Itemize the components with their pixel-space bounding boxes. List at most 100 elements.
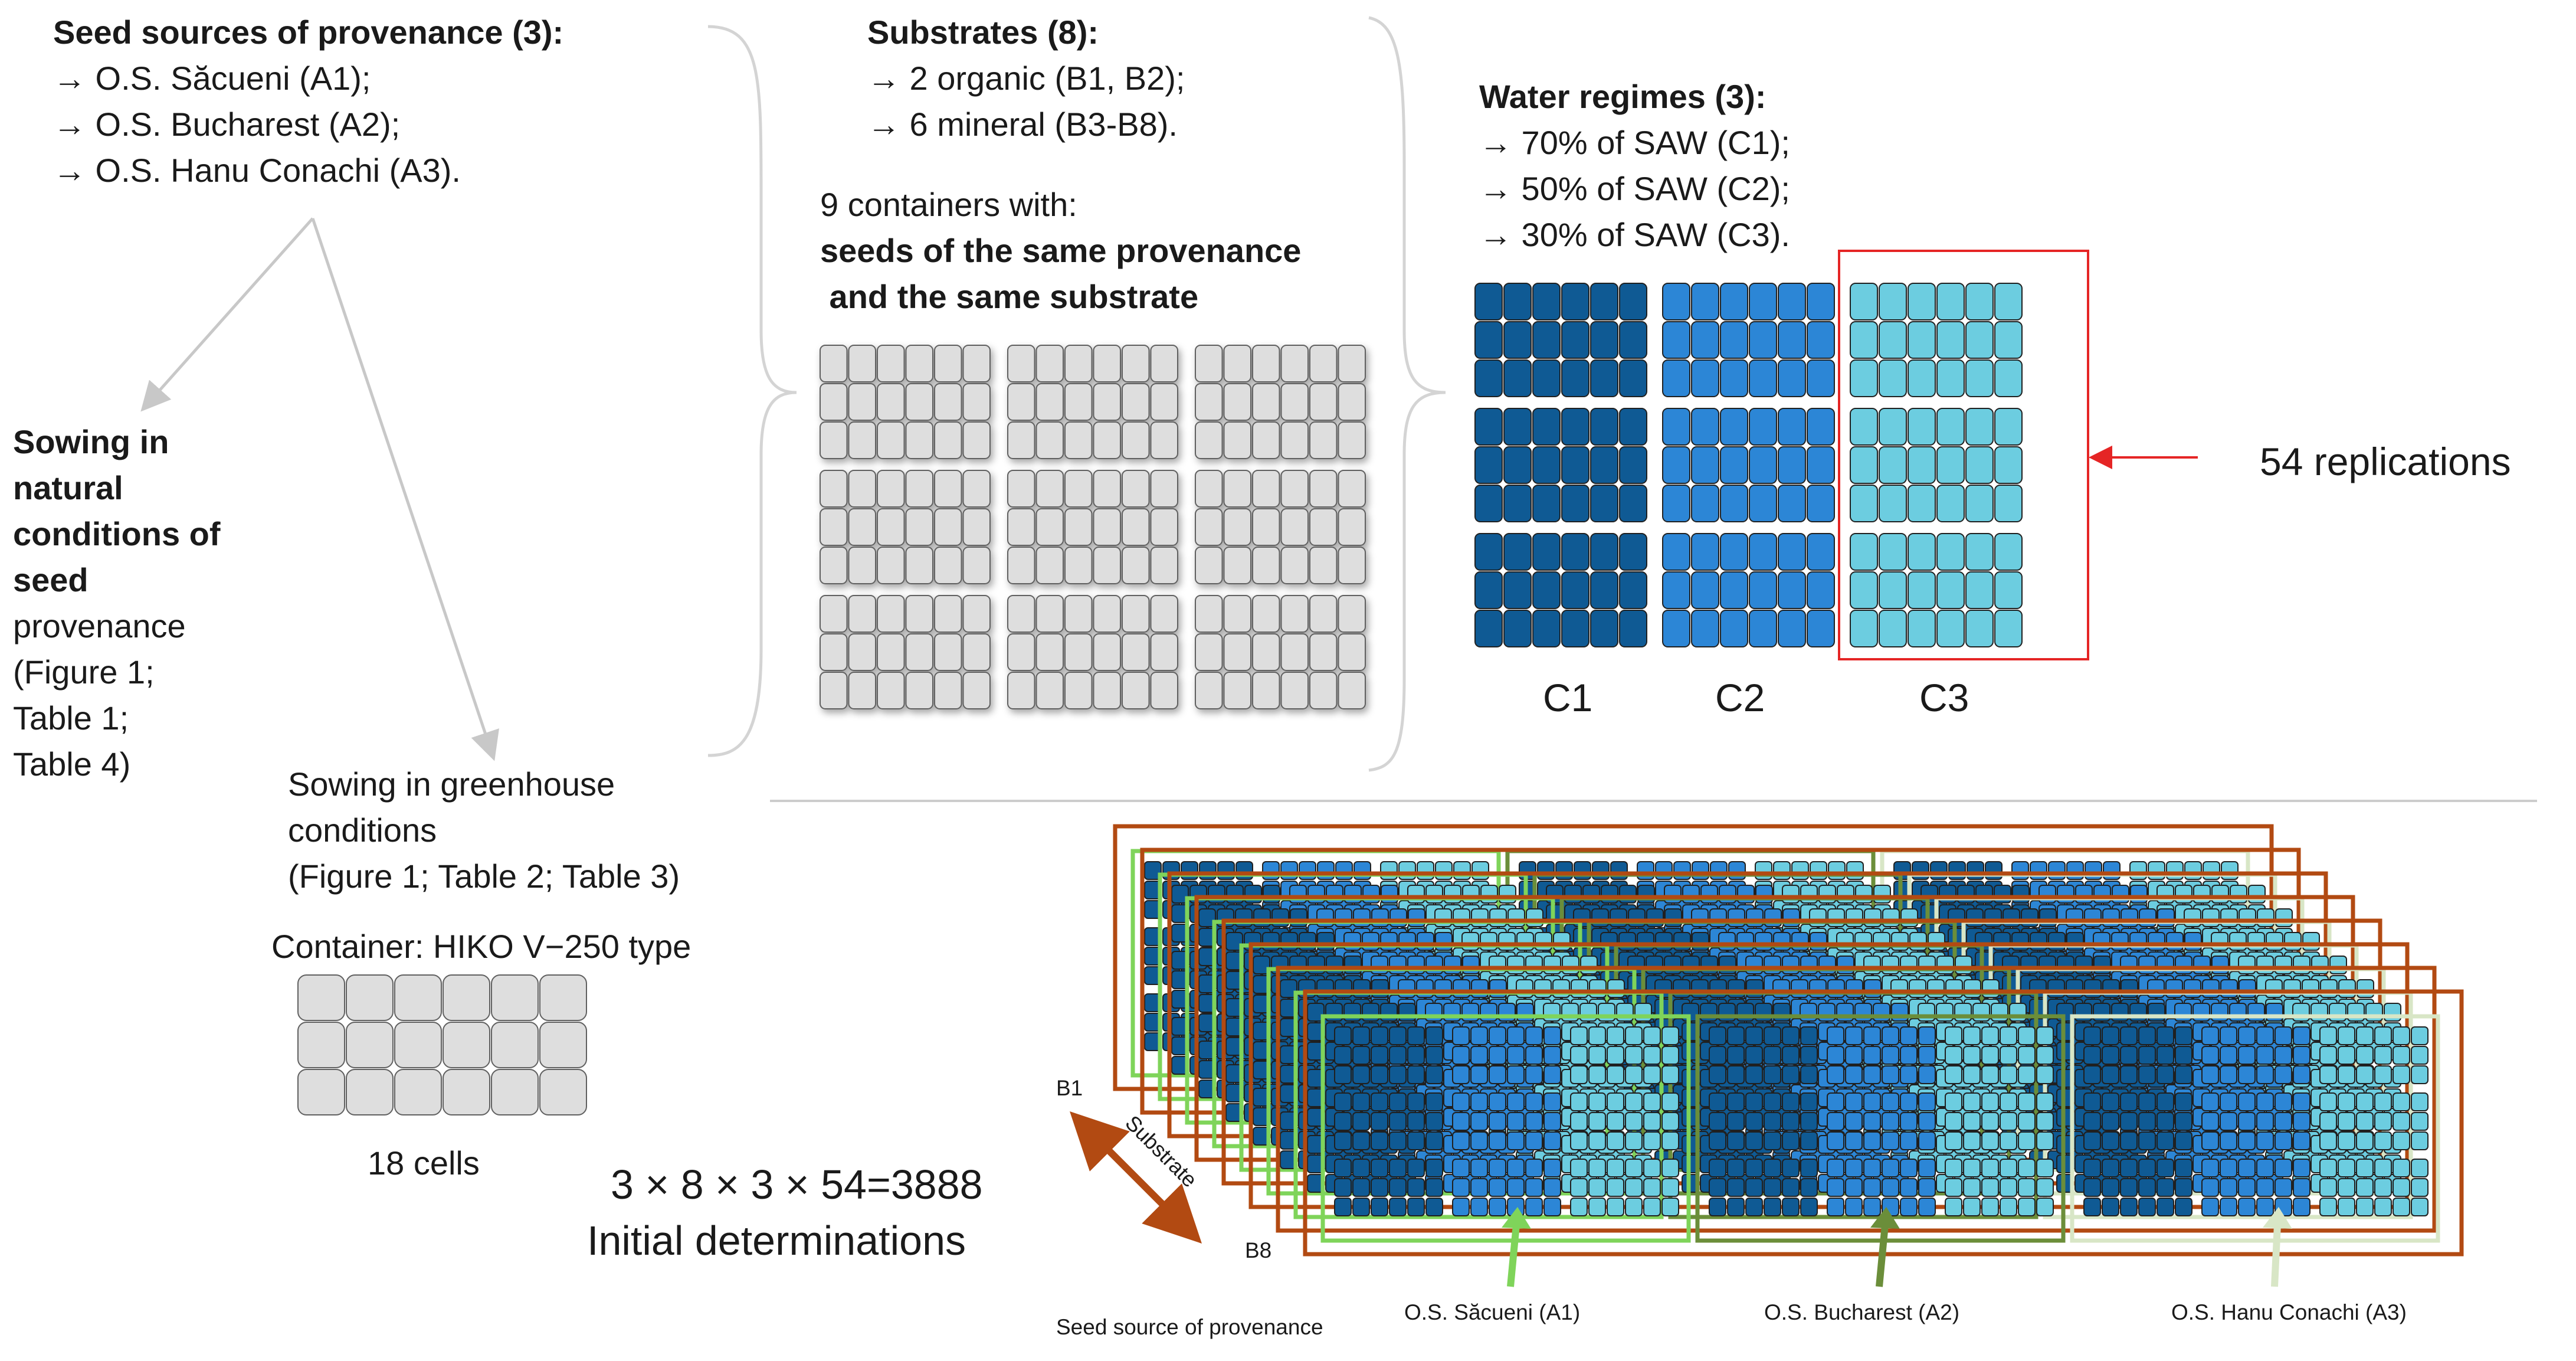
tray-cell bbox=[2319, 1112, 2337, 1131]
tray-cell bbox=[1900, 1131, 1918, 1150]
tray-cell bbox=[1352, 1046, 1370, 1065]
tray-cell bbox=[1352, 1178, 1370, 1197]
tray-cell bbox=[1407, 1178, 1425, 1197]
tray-cell bbox=[1782, 1112, 1800, 1131]
tray-cell bbox=[1720, 446, 1748, 484]
tray-cell bbox=[1709, 1159, 1726, 1177]
tray-cell bbox=[1863, 1112, 1881, 1131]
tray-cell bbox=[2238, 1178, 2256, 1197]
tray-cell bbox=[2102, 1026, 2119, 1045]
tray-cell bbox=[1800, 1046, 1818, 1065]
tray-cell bbox=[2102, 1092, 2119, 1111]
tray-cell bbox=[1252, 470, 1280, 508]
tray-cell bbox=[1590, 485, 1618, 522]
tray-cell bbox=[2157, 1198, 2174, 1216]
natural-line-6: (Figure 1; bbox=[13, 653, 155, 691]
tray-cell bbox=[2120, 1131, 2138, 1150]
tray-cell bbox=[1764, 1131, 1781, 1150]
tray-cell bbox=[1662, 485, 1690, 522]
tray-cell bbox=[1661, 1026, 1679, 1045]
tray-cell bbox=[2256, 1178, 2274, 1197]
tray-cell bbox=[1945, 1131, 1962, 1150]
tray-cell bbox=[1195, 383, 1223, 421]
tray-cell bbox=[1452, 1046, 1470, 1065]
tray-cell bbox=[1338, 595, 1366, 633]
tray-cell bbox=[1908, 533, 1936, 571]
tray-cell bbox=[1389, 1026, 1407, 1045]
tray-cell bbox=[1782, 1131, 1800, 1150]
tray-cell bbox=[1807, 408, 1835, 446]
seed-source-label: Seed source of provenance bbox=[1056, 1315, 1323, 1339]
tray-cell bbox=[962, 633, 991, 671]
tray-cell bbox=[1334, 1065, 1352, 1084]
tray-cell bbox=[1965, 446, 1994, 484]
tray-cell bbox=[2138, 1178, 2156, 1197]
natural-line-3: conditions of bbox=[13, 515, 221, 552]
tray-cell bbox=[1007, 547, 1035, 584]
tray-cell bbox=[1625, 1178, 1643, 1197]
tray-cell bbox=[2000, 1198, 2017, 1216]
tray-cell bbox=[1827, 1065, 1844, 1084]
tray-cell bbox=[905, 547, 933, 584]
tray-cell bbox=[1863, 1092, 1881, 1111]
grey-container bbox=[820, 470, 991, 584]
tray-cell bbox=[1945, 1046, 1962, 1065]
tray-cell bbox=[1280, 633, 1309, 671]
tray-cell bbox=[1334, 1159, 1352, 1177]
tray-cell bbox=[1452, 1112, 1470, 1131]
tray-cell bbox=[848, 470, 876, 508]
tray-cell bbox=[2018, 1159, 2036, 1177]
tray-cell bbox=[1619, 485, 1647, 522]
tray-cell bbox=[2018, 1065, 2036, 1084]
tray-cell bbox=[2083, 1112, 2101, 1131]
tray-cell bbox=[1407, 1092, 1425, 1111]
tray-cell bbox=[1882, 1065, 1899, 1084]
tray-cell bbox=[1561, 533, 1589, 571]
tray-cell bbox=[1543, 1046, 1561, 1065]
tray-cell bbox=[1425, 1159, 1443, 1177]
tray-cell bbox=[1503, 571, 1532, 609]
tray-cell bbox=[1252, 383, 1280, 421]
natural-sowing-block: Sowing in natural conditions of seed pro… bbox=[13, 419, 221, 787]
tray-cell bbox=[2411, 1131, 2428, 1150]
tray-cell bbox=[1532, 571, 1561, 609]
tray-cell bbox=[877, 345, 905, 382]
tray-cell bbox=[1150, 633, 1178, 671]
tray-cell bbox=[2157, 1065, 2174, 1084]
tray-cell bbox=[2220, 1046, 2237, 1065]
substrate-stack bbox=[1113, 824, 2464, 1257]
tray-cell bbox=[2000, 1046, 2017, 1065]
tray-cell bbox=[905, 383, 933, 421]
tray-cell bbox=[1503, 446, 1532, 484]
tray-cell bbox=[1720, 321, 1748, 359]
tray-cell bbox=[1625, 1065, 1643, 1084]
tray-cell bbox=[1470, 1065, 1488, 1084]
natural-line-2: natural bbox=[13, 469, 123, 506]
tray-cell bbox=[962, 470, 991, 508]
tray-cell bbox=[2319, 1178, 2337, 1197]
tray-cell bbox=[1800, 1159, 1818, 1177]
tray-cell bbox=[2411, 1046, 2428, 1065]
hiko-cells bbox=[297, 974, 587, 1115]
tray-cell bbox=[539, 1069, 587, 1115]
tray-cell bbox=[1745, 1046, 1763, 1065]
tray-cell bbox=[1607, 1159, 1624, 1177]
tray-cell bbox=[1122, 633, 1150, 671]
tray-cell bbox=[1908, 359, 1936, 397]
tray-cell bbox=[1093, 508, 1121, 546]
tray-cell bbox=[2083, 1026, 2101, 1045]
tray-cell bbox=[1720, 533, 1748, 571]
tray-cell bbox=[1936, 359, 1965, 397]
tray-cell bbox=[2138, 1065, 2156, 1084]
tray-cell bbox=[1965, 408, 1994, 446]
tray-cell bbox=[1879, 408, 1907, 446]
tray-cell bbox=[1661, 1046, 1679, 1065]
tray-cell bbox=[1474, 533, 1503, 571]
tray-cell bbox=[1507, 1159, 1525, 1177]
tray-cell bbox=[2138, 1026, 2156, 1045]
tray-cell bbox=[1543, 1178, 1561, 1197]
tray-cell bbox=[962, 345, 991, 382]
tray-cell bbox=[2138, 1159, 2156, 1177]
tray-cell bbox=[1570, 1178, 1588, 1197]
tray-cell bbox=[1727, 1178, 1745, 1197]
